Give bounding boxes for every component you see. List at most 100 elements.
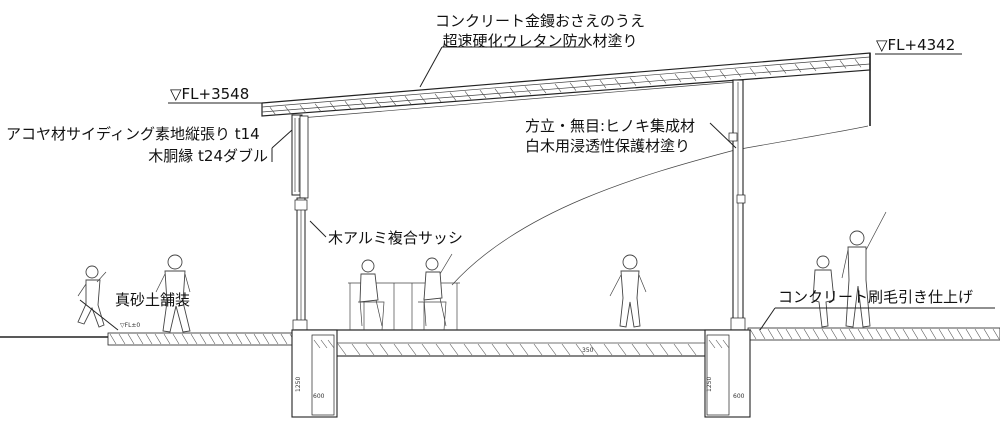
slab-hatch-line <box>505 343 515 356</box>
ground-hatch-line <box>226 333 234 345</box>
roof-hatch-line <box>509 87 517 96</box>
slab-hatch-line <box>575 343 585 356</box>
roof-hatch-line <box>284 105 292 115</box>
ground-hatch-line <box>199 333 207 345</box>
slab-hatch-line <box>519 343 529 356</box>
slab-hatch-line <box>673 343 683 356</box>
level-low: ▽FL+3548 <box>170 85 249 103</box>
column-label-2: 白木用浸透性保護材塗り <box>525 137 690 155</box>
roof-hatch-line <box>644 76 652 85</box>
ground-hatch-line <box>884 328 892 340</box>
roof-hatch-line <box>329 102 337 111</box>
siding-label: アコヤ材サイディング素地縦張り t14 <box>6 125 260 143</box>
ground-hatch-line <box>938 328 946 340</box>
beam-left-height: 1250 <box>295 377 302 392</box>
ground-hatch-line <box>190 333 198 345</box>
ground-hatch-line <box>253 333 261 345</box>
roof-hatch-line <box>539 84 547 94</box>
slab-hatch-line <box>645 343 655 356</box>
slab-hatch-line <box>435 343 445 356</box>
leader-lines <box>79 46 995 331</box>
slab-hatch-line <box>337 343 347 356</box>
beam-hatch-line <box>715 339 723 349</box>
beam-right-height: 1250 <box>706 377 713 392</box>
roof-hatch-line <box>779 65 787 74</box>
ground-hatch-line <box>947 328 955 340</box>
ground-hatch-line <box>794 328 802 340</box>
roof-hatch-line <box>434 93 442 102</box>
ground: ▽FL±0 <box>0 322 1000 346</box>
beam-hatch-line <box>708 339 716 349</box>
slab-hatch-line <box>687 343 697 356</box>
ground-hatch-line <box>271 333 279 345</box>
roof-hatch-line <box>314 103 322 112</box>
ground-hatch-line <box>280 333 288 345</box>
roof-slab <box>261 52 871 126</box>
roof-hatch-line <box>614 78 622 88</box>
left-paving-label: 真砂土舗装 <box>115 291 190 309</box>
ground-hatch-line <box>749 328 757 340</box>
roof-hatch-line <box>524 86 532 95</box>
ground-hatch-line <box>136 333 144 345</box>
slab-hatch-line <box>407 343 417 356</box>
ground-hatch-line <box>875 328 883 340</box>
roof-hatch-line <box>824 61 832 70</box>
ground-hatch-line <box>956 328 964 340</box>
ground-hatch-line <box>109 333 117 345</box>
roof-hatch-line <box>494 88 502 98</box>
ground-hatch-line <box>893 328 901 340</box>
roof-hatch-line <box>764 66 772 75</box>
curved-wall <box>451 125 869 286</box>
person-center <box>609 254 647 328</box>
person-sitting-2 <box>423 253 453 327</box>
slab-hatch-line <box>533 343 543 356</box>
roof-hatch-line <box>734 68 742 78</box>
ground-hatch-line <box>145 333 153 345</box>
left-wall <box>291 114 309 332</box>
foundation-right: 1250 600 <box>704 329 751 418</box>
roof-hatch-line <box>359 99 367 109</box>
right-finish-label: コンクリート刷毛引き仕上げ <box>778 288 973 306</box>
roof-hatch-line <box>299 104 307 114</box>
ground-hatch-line <box>866 328 874 340</box>
floor-slab: 350 150 <box>294 329 746 357</box>
person-left-2 <box>155 254 191 333</box>
person-sitting-1 <box>359 259 383 327</box>
ground-hatch-line <box>848 328 856 340</box>
ground-hatch-line <box>974 328 982 340</box>
ground-hatch-line <box>911 328 919 340</box>
foundation-left: 1250 600 <box>291 329 338 418</box>
roof-hatch-line <box>719 70 727 79</box>
column-label-1: 方立・無目:ヒノキ集成材 <box>525 117 695 135</box>
ground-hatch-line <box>172 333 180 345</box>
slab-hatch-line <box>491 343 501 356</box>
roof-hatch-line <box>794 63 802 73</box>
level-high: ▽FL+4342 <box>876 36 955 54</box>
ground-hatch-line <box>767 328 775 340</box>
roof-hatch-line <box>464 91 472 100</box>
beam-hatch-line <box>722 339 730 349</box>
slab-hatch-line <box>617 343 627 356</box>
slab-hatch-line <box>477 343 487 356</box>
person-right-2 <box>841 211 887 328</box>
ground-hatch-line <box>785 328 793 340</box>
ground-hatch-line <box>244 333 252 345</box>
roof-hatch-line <box>809 62 817 72</box>
ground-hatch-line <box>803 328 811 340</box>
right-column <box>728 79 746 331</box>
slab-hatch-line <box>393 343 403 356</box>
beam-right-width: 600 <box>733 393 745 400</box>
roof-hatch-line <box>674 73 682 83</box>
ground-hatch-line <box>812 328 820 340</box>
ground-hatch-line <box>217 333 225 345</box>
ground-hatch-line <box>830 328 838 340</box>
roof-finish-line1: コンクリート金鏝おさえのうえ <box>435 12 645 30</box>
ground-hatch-line <box>857 328 865 340</box>
ground-hatch-line <box>235 333 243 345</box>
roof-hatch-line <box>554 83 562 93</box>
ground-hatch-line <box>929 328 937 340</box>
ground-hatch-line <box>181 333 189 345</box>
slab-hatch-line <box>351 343 361 356</box>
ground-hatch-line <box>776 328 784 340</box>
roof-hatch-line <box>584 81 592 90</box>
